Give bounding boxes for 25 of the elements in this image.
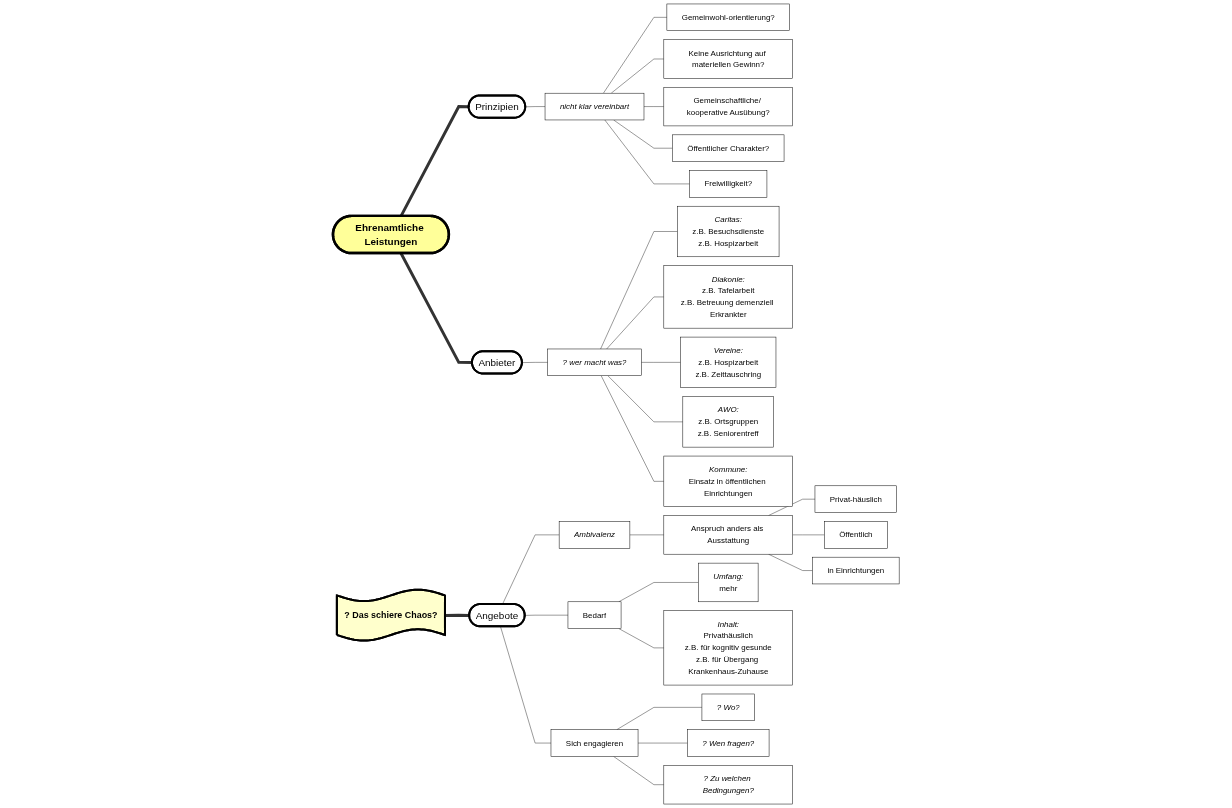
- connector: [600, 375, 664, 482]
- connector: [613, 756, 664, 785]
- connector: [607, 375, 683, 423]
- connector: [525, 106, 546, 108]
- connector: [604, 119, 690, 185]
- connector: [768, 498, 816, 516]
- connector: [618, 582, 699, 603]
- connector: [768, 553, 813, 571]
- connector: [610, 58, 664, 94]
- connector: [521, 362, 548, 363]
- connector: [600, 231, 678, 350]
- connector: [502, 534, 560, 605]
- connector: [643, 106, 664, 107]
- connector: [616, 707, 703, 730]
- connector: [613, 119, 673, 149]
- connector: [637, 742, 688, 744]
- connector: [641, 362, 681, 363]
- connector: [606, 296, 664, 350]
- connector: [603, 17, 668, 94]
- connector: [445, 613, 470, 617]
- connector: [618, 628, 664, 649]
- connector: [500, 626, 552, 744]
- connector: [524, 614, 569, 616]
- connector: [792, 534, 825, 536]
- connector: [629, 534, 664, 536]
